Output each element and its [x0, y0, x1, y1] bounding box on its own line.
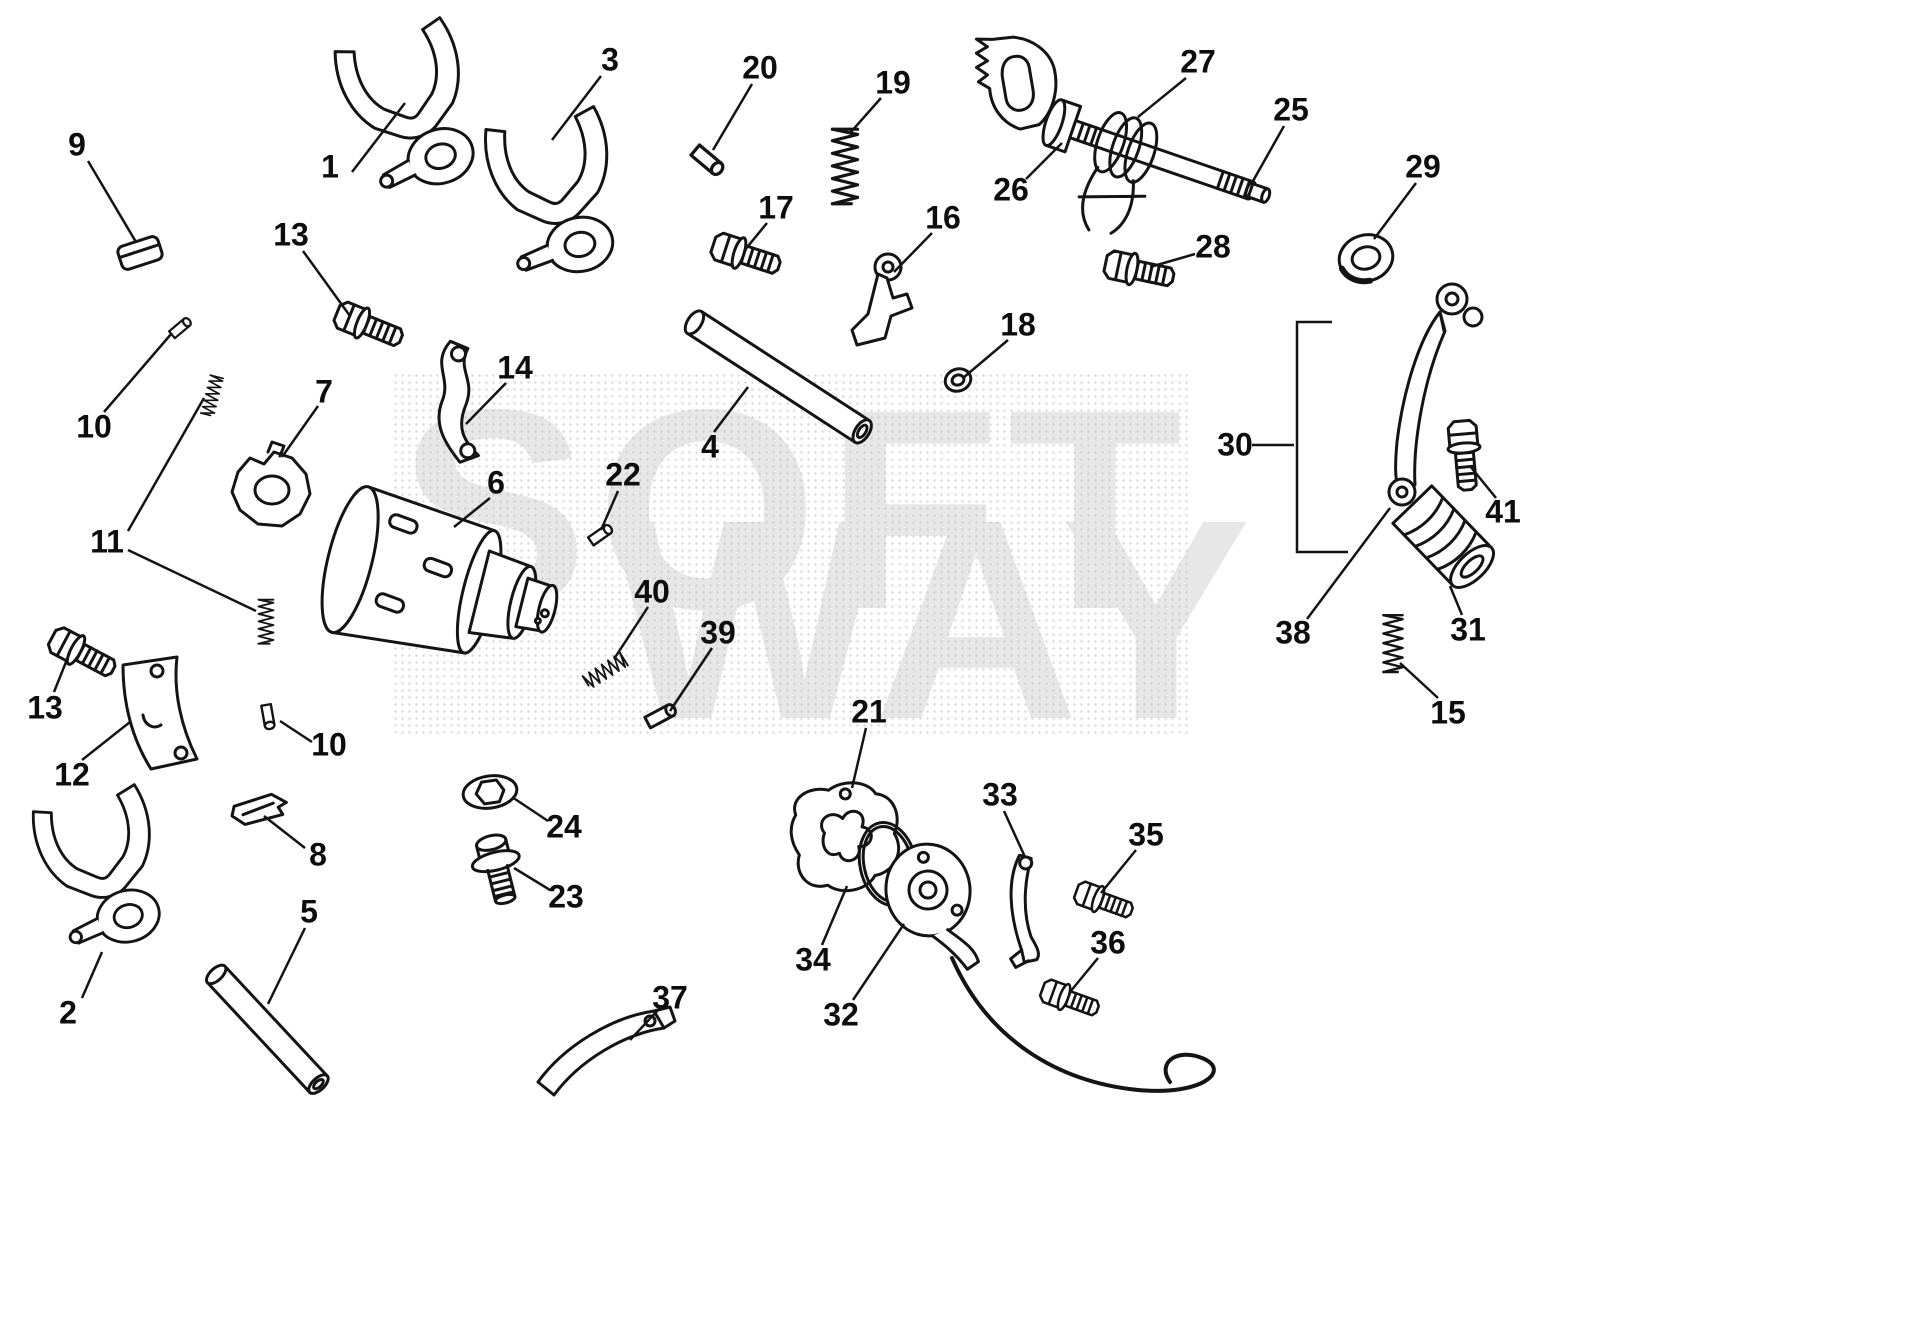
leader-line-3 [551, 75, 602, 141]
leader-line-19 [849, 97, 882, 134]
leader-line-15 [1399, 662, 1439, 699]
shift-cam-assembly [789, 781, 1216, 1093]
part-22-pin [586, 522, 615, 547]
part-37-clamp [536, 1005, 677, 1097]
part-12-guide-plate [121, 655, 199, 771]
gearshift-spindle-assembly [974, 35, 1272, 235]
leader-line-5 [266, 927, 307, 1005]
part-10-pin-a [167, 315, 194, 340]
part-9-clip [116, 235, 164, 271]
leader-line-4 [713, 386, 749, 433]
leader-line-36 [1069, 957, 1099, 993]
part-17-bolt [706, 227, 786, 283]
part-35-screw [1070, 877, 1138, 926]
part-40-spring [581, 651, 629, 690]
leader-line-17 [743, 222, 768, 252]
part-8-clip [230, 792, 288, 826]
leader-line-24 [511, 795, 549, 823]
leader-line-11 [127, 548, 257, 613]
gearshift-lever-assembly [1387, 282, 1495, 589]
leader-line-10a [103, 332, 173, 413]
part-41-bolt [1444, 418, 1486, 493]
leader-line-7 [280, 405, 320, 458]
leader-line-41 [1469, 465, 1497, 499]
part-20-pin [689, 143, 727, 179]
leader-line-23 [513, 866, 551, 892]
leader-line-31 [1448, 585, 1464, 616]
part-27-torsion-spring [1077, 111, 1159, 235]
leader-line-29 [1373, 182, 1417, 240]
leader-line-14 [465, 382, 507, 425]
part-36-screw [1036, 975, 1104, 1024]
leader-line-8 [263, 815, 306, 849]
leader-line-34 [820, 885, 849, 946]
part-7-cam-guide [230, 440, 312, 528]
leader-line-9 [86, 160, 138, 243]
leader-line-13b [52, 651, 72, 693]
leader-line-38 [1305, 507, 1392, 620]
part-29-bushing [1337, 233, 1395, 285]
leader-line-27 [1137, 77, 1187, 118]
part-31-pedal-rubber [1391, 484, 1495, 589]
part-23-oil-bolt [470, 833, 521, 906]
part-6-shift-drum [320, 485, 559, 655]
leader-line-37 [629, 1008, 660, 1041]
part-4-fork-shaft [683, 309, 873, 445]
part-30-lever-arm [1394, 310, 1447, 490]
leader-line-40 [612, 606, 650, 660]
cable [950, 956, 1216, 1093]
leader-line-33 [1002, 810, 1027, 858]
lever-top-eye-hole [1444, 291, 1460, 307]
part-18-washer [943, 367, 973, 393]
leader-line-13a [301, 250, 352, 317]
part-11-spring-a [200, 374, 225, 418]
part-19-spring [830, 127, 860, 206]
leader-line-6 [453, 497, 491, 528]
leader-line-12 [81, 721, 131, 761]
leader-line-11 [126, 397, 206, 532]
part-28-bolt [1100, 246, 1178, 295]
leader-line-20 [711, 83, 754, 151]
leader-line-18 [962, 339, 1009, 379]
part-10-pin-b [260, 702, 277, 732]
leader-line-16 [893, 232, 933, 273]
leader-line-35 [1100, 849, 1137, 894]
leader-line-1 [351, 102, 406, 173]
part-5-fork-shaft [204, 963, 330, 1095]
leader-line-2 [80, 951, 104, 999]
bracket-30 [1295, 320, 1348, 554]
part-13-bolt-b [43, 621, 123, 686]
leader-line-10b [279, 719, 313, 744]
halftone-background [392, 372, 1192, 734]
leader-line-32 [851, 923, 906, 1001]
part-1-shift-fork [329, 14, 495, 206]
part-34-ratchet-plate [789, 781, 900, 893]
part-32-cam-plate [884, 842, 980, 971]
leader-line-28 [1149, 252, 1196, 269]
part-33-stopper-lever [1009, 853, 1040, 969]
lever-top-lug [1462, 306, 1484, 328]
part-24-washer [461, 774, 519, 810]
part-14-guide-plate [437, 339, 480, 464]
leader-line-22 [599, 490, 620, 531]
leader-line-21 [850, 727, 868, 789]
leader-line-25 [1251, 125, 1286, 182]
part-2-shift-fork [27, 782, 180, 961]
leader-lines [52, 75, 1497, 1041]
part-11-spring-b [257, 598, 275, 645]
leader-line-26 [1025, 142, 1063, 180]
part-26-quadrant [974, 35, 1058, 131]
part-25-shaft [1041, 98, 1272, 235]
part-16-stopper-arm [850, 252, 914, 347]
leader-line-39 [668, 647, 714, 712]
